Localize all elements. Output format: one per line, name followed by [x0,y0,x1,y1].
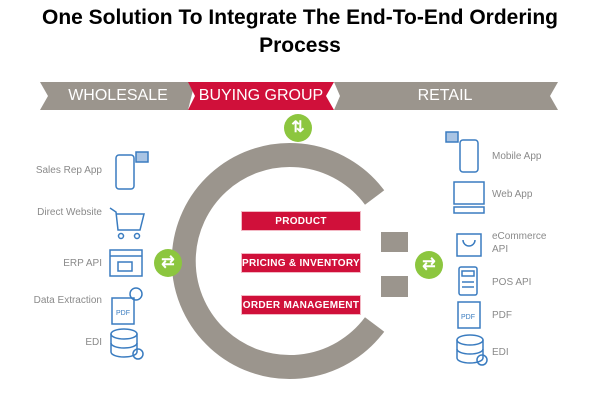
retail-ecommerce-api: eCommerce API [492,231,547,255]
svg-text:PDF: PDF [116,310,130,317]
banner-retail-label: RETAIL [417,87,473,104]
pdf-icon: PDF [457,301,481,329]
banner-retail [334,82,558,110]
banner-buying-group [188,82,334,110]
ring-stub-top [381,232,408,252]
monitor-icon [453,181,485,214]
sync-vertical-icon: ⇅ [284,114,312,142]
wholesale-edi: EDI [85,337,102,348]
core-ring [171,143,385,379]
pos-terminal-icon [458,266,478,296]
wholesale-sales-rep-app: Sales Rep App [35,165,102,176]
tablet-icon [115,151,149,190]
wholesale-direct-website: Direct Website [37,207,102,218]
banner-buying-group-label: BUYING GROUP [198,87,324,104]
wholesale-icons: PDF [109,151,149,360]
retail-icons: PDF [445,131,488,366]
shopping-cart-icon [109,207,145,240]
database-gear-icon [110,328,144,360]
core-order-management: Order Management [241,295,361,315]
factory-browser-icon [109,249,143,277]
pdf-gear-icon: PDF [111,287,143,325]
retail-pos-api: POS API [492,277,532,288]
ring-stub-bottom [381,276,408,297]
mobile-icon [445,131,479,173]
core-product-information: Product Information [241,211,361,247]
sync-left-icon: ⇄ [154,249,182,277]
core-pricing-inventory: Pricing & Inventory [241,253,361,273]
database-gear-icon [456,334,488,366]
page-title: One Solution To Integrate The End-To-End… [41,6,559,57]
retail-web-app: Web App [492,189,533,200]
svg-text:PDF: PDF [461,314,475,321]
sync-right-icon: ⇄ [415,251,443,279]
retail-pdf: PDF [492,310,512,321]
shopping-bag-icon [456,233,482,257]
banner-wholesale [40,82,195,110]
wholesale-data-extraction: Data Extraction [33,295,102,306]
retail-edi: EDI [492,347,509,358]
banner-wholesale-label: WHOLESALE [68,87,168,104]
retail-mobile-app: Mobile App [492,151,542,162]
wholesale-erp-api: ERP API [63,258,102,269]
